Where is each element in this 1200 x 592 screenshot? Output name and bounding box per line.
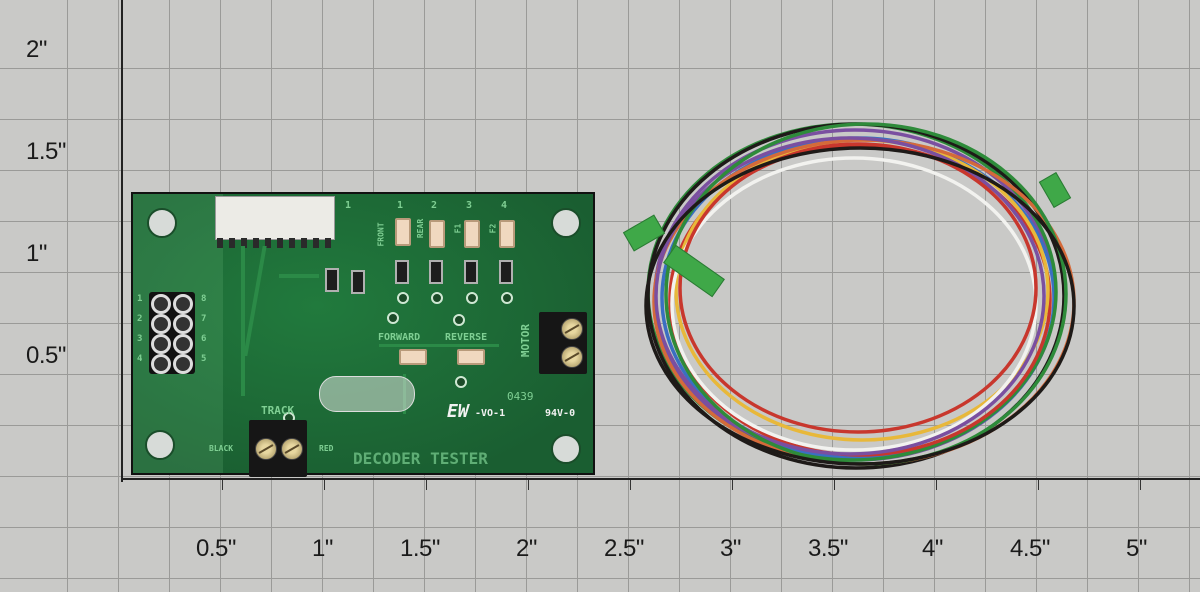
track-terminal-block[interactable] <box>249 420 307 477</box>
ruler-x-label-0-5in: 0.5" <box>196 535 236 562</box>
ruler-x-label-2-5in: 2.5" <box>604 535 644 562</box>
eight-pin-socket[interactable] <box>149 292 195 374</box>
ruler-axis-vertical <box>121 0 123 482</box>
trace <box>379 344 499 347</box>
function-label-f1: F1 <box>453 223 463 234</box>
ruler-axis-horizontal <box>121 478 1200 480</box>
ruler-x-label-1in: 1" <box>312 535 333 562</box>
resistor <box>325 268 339 292</box>
pin-label-4: 4 <box>137 354 143 364</box>
ruler-y-label-2in: 2" <box>26 36 47 63</box>
header-pin1-label: 1 <box>345 200 352 211</box>
screw <box>561 318 583 340</box>
via <box>387 312 399 324</box>
function-number-2: 2 <box>431 200 438 211</box>
led-front <box>395 218 411 246</box>
board-title: DECODER TESTER <box>353 449 488 468</box>
resistor <box>499 260 513 284</box>
pin-label-2: 2 <box>137 314 143 324</box>
resistor <box>464 260 478 284</box>
header-pins <box>217 238 333 248</box>
led-f2 <box>499 220 515 248</box>
pin-label-5: 5 <box>201 354 207 364</box>
via <box>466 292 478 304</box>
pin-label-6: 6 <box>201 334 207 344</box>
pin-label-1: 1 <box>137 294 143 304</box>
function-number-3: 3 <box>466 200 473 211</box>
resistor <box>351 270 365 294</box>
via <box>431 292 443 304</box>
function-label-front: FRONT <box>376 222 386 247</box>
screw <box>561 346 583 368</box>
function-number-1: 1 <box>397 200 404 211</box>
ruler-x-label-2in: 2" <box>516 535 537 562</box>
ruler-x-label-5in: 5" <box>1126 535 1147 562</box>
ruler-y-label-0-5in: 0.5" <box>26 342 66 369</box>
ruler-tick <box>324 480 325 490</box>
ruler-y-label-1-5in: 1.5" <box>26 138 66 165</box>
trace <box>279 274 319 278</box>
ruler-tick <box>630 480 631 490</box>
ruler-x-label-3-5in: 3.5" <box>808 535 848 562</box>
serial-number: 0439 <box>507 390 534 403</box>
red-label: RED <box>319 444 334 453</box>
mounting-hole <box>147 208 177 238</box>
wire-harness <box>620 110 1090 480</box>
ruler-tick <box>426 480 427 490</box>
motor-terminal-block[interactable] <box>539 312 587 374</box>
via <box>397 292 409 304</box>
mounting-hole <box>145 430 175 460</box>
board-version: -VO-1 <box>475 408 506 419</box>
resistor <box>395 260 409 284</box>
ruler-tick <box>936 480 937 490</box>
function-number-4: 4 <box>501 200 508 211</box>
led-f1 <box>464 220 480 248</box>
mounting-hole <box>551 434 581 464</box>
track-label: TRACK <box>261 404 295 417</box>
ruler-tick <box>732 480 733 490</box>
ruler-x-label-3in: 3" <box>720 535 741 562</box>
flammability-rating: 94V-0 <box>545 408 576 419</box>
trace <box>241 246 245 396</box>
led-forward <box>399 349 427 365</box>
function-label-f2: F2 <box>488 223 498 234</box>
pin-label-8: 8 <box>201 294 207 304</box>
via <box>455 376 467 388</box>
pin-label-3: 3 <box>137 334 143 344</box>
decoder-header-socket[interactable] <box>215 196 335 240</box>
resistor <box>429 260 443 284</box>
ruler-y-label-1in: 1" <box>26 240 47 267</box>
led-reverse <box>457 349 485 365</box>
motor-label: MOTOR <box>519 323 533 358</box>
forward-label: FORWARD <box>378 332 421 343</box>
harness-wires <box>644 122 1076 470</box>
via <box>453 314 465 326</box>
led-rear <box>429 220 445 248</box>
manufacturer-logo: EW <box>447 401 469 422</box>
ruler-tick <box>528 480 529 490</box>
ruler-tick <box>1140 480 1141 490</box>
screw <box>281 438 303 460</box>
mounting-hole <box>551 208 581 238</box>
trace <box>243 246 267 356</box>
incandescent-bulb <box>319 376 415 412</box>
pin-label-7: 7 <box>201 314 207 324</box>
ruler-tick <box>1038 480 1039 490</box>
reverse-label: REVERSE <box>445 332 488 343</box>
ruler-tick <box>834 480 835 490</box>
function-label-rear: REAR <box>416 218 426 239</box>
black-label: BLACK <box>209 444 234 453</box>
via <box>501 292 513 304</box>
decoder-tester-board: 1 1 2 3 4 8 7 6 5 1 2 3 4 FRONT REAR F1 … <box>131 192 595 477</box>
ruler-tick <box>222 480 223 490</box>
ruler-x-label-4-5in: 4.5" <box>1010 535 1050 562</box>
ruler-x-label-1-5in: 1.5" <box>400 535 440 562</box>
ruler-x-label-4in: 4" <box>922 535 943 562</box>
screw <box>255 438 277 460</box>
